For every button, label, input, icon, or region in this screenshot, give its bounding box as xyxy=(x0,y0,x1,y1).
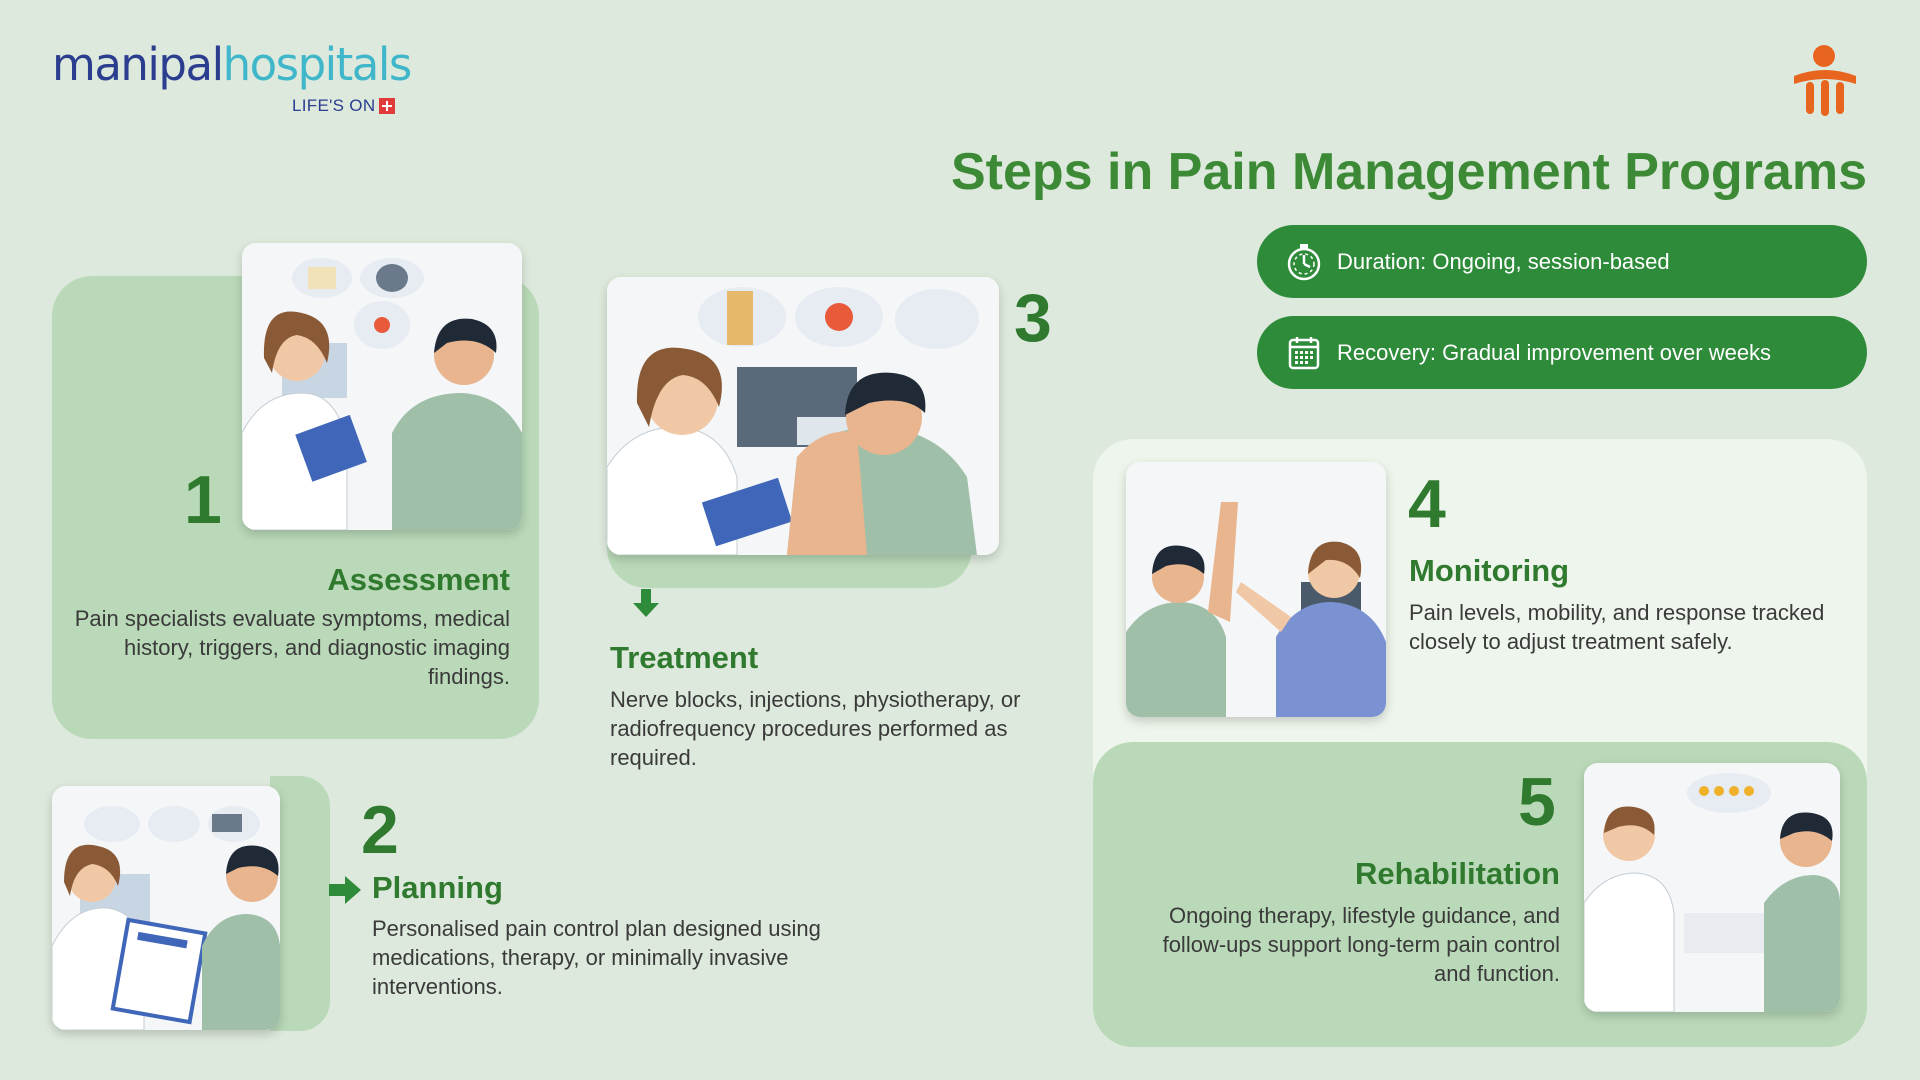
brand-name-part1: manipal xyxy=(52,38,224,91)
step1-title: Assessment xyxy=(327,562,510,597)
stopwatch-icon xyxy=(1283,241,1325,283)
duration-text: Duration: Ongoing, session-based xyxy=(1337,248,1670,274)
brand-tagline: LIFE'S ON xyxy=(292,96,396,116)
arrow-down-icon xyxy=(633,589,659,617)
monitoring-illustration xyxy=(1126,462,1386,717)
brand-logo: manipalhospitals LIFE'S ON xyxy=(52,40,412,120)
step3-title: Treatment xyxy=(610,640,759,675)
rehabilitation-illustration xyxy=(1584,763,1840,1012)
brand-name-part2: hospitals xyxy=(222,38,413,91)
step5-description: Ongoing therapy, lifestyle guidance, and… xyxy=(1162,903,1560,986)
step2-description: Personalised pain control plan designed … xyxy=(372,916,821,999)
step1-number: 1 xyxy=(184,462,222,538)
planning-illustration xyxy=(52,786,280,1030)
arrow-right-icon xyxy=(329,876,361,904)
brand-tagline-text: LIFE'S ON xyxy=(292,96,376,115)
step4-description: Pain levels, mobility, and response trac… xyxy=(1409,600,1825,654)
step4-title: Monitoring xyxy=(1409,553,1570,588)
step4-number: 4 xyxy=(1408,466,1446,542)
recovery-text: Recovery: Gradual improvement over weeks xyxy=(1337,339,1772,365)
page-title: Steps in Pain Management Programs xyxy=(950,143,1867,201)
brand-wordmark: manipalhospitals xyxy=(52,40,412,90)
step5-title: Rehabilitation xyxy=(1355,856,1560,891)
calendar-icon xyxy=(1283,332,1325,374)
step3-description: Nerve blocks, injections, physiotherapy,… xyxy=(610,687,1021,770)
assessment-illustration xyxy=(242,243,522,530)
step2-panel-tab xyxy=(270,776,330,1031)
step5-number: 5 xyxy=(1518,764,1556,840)
step3-number: 3 xyxy=(1014,280,1052,356)
red-cross-icon xyxy=(379,98,396,114)
step2-title: Planning xyxy=(372,870,503,905)
recovery-pill: Recovery: Gradual improvement over weeks xyxy=(1257,316,1867,389)
step2-number: 2 xyxy=(361,792,399,868)
step1-description: Pain specialists evaluate symptoms, medi… xyxy=(74,606,510,689)
treatment-illustration xyxy=(607,277,999,555)
brand-mark-icon xyxy=(1794,45,1856,116)
duration-pill: Duration: Ongoing, session-based xyxy=(1257,225,1867,298)
